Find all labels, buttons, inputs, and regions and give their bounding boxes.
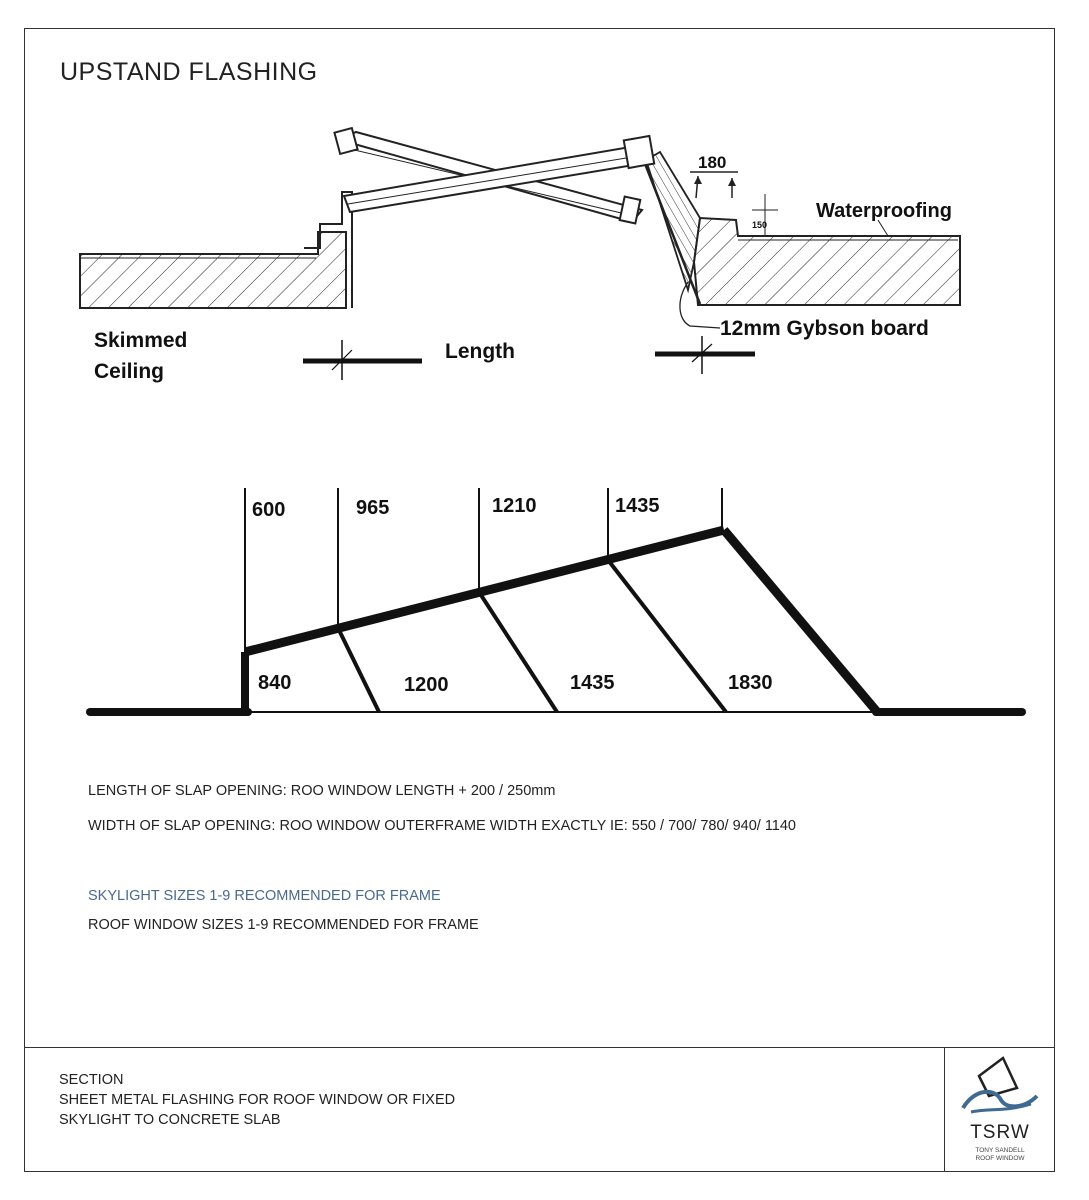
note-length-opening: LENGTH OF SLAP OPENING: ROO WINDOW LENGT… <box>88 783 556 799</box>
tsrw-logo: TSRW TONY SANDELL ROOF WINDOW <box>945 1048 1055 1172</box>
logo-name: TSRW <box>970 1122 1030 1143</box>
dimension-150 <box>752 194 778 236</box>
length-dimension-right <box>655 336 755 374</box>
sloped-top <box>243 525 726 657</box>
profile-drawing: 600 965 1210 1435 840 1200 1435 1830 <box>86 488 1026 716</box>
bottom-dim-1200: 1200 <box>404 674 449 696</box>
gypsum-board <box>644 150 701 294</box>
right-slope <box>720 527 882 716</box>
dimension-180 <box>690 171 738 199</box>
dim-180-label: 180 <box>698 153 726 172</box>
bottom-dim-1830: 1830 <box>728 672 773 694</box>
waterproofing-label: Waterproofing <box>816 200 952 222</box>
top-dim-1435: 1435 <box>615 495 660 517</box>
logo-subtitle-1: TONY SANDELL <box>975 1147 1025 1154</box>
diag-1200 <box>336 627 381 713</box>
dim-150-label: 150 <box>752 220 767 230</box>
window-frame-closed <box>342 134 656 214</box>
gybson-board-label: 12mm Gybson board <box>720 317 929 340</box>
note-width-opening: WIDTH OF SLAP OPENING: ROO WINDOW OUTERF… <box>88 818 796 834</box>
gybson-leader <box>679 281 721 329</box>
drawing-frame <box>24 28 1055 1172</box>
logo-mark-icon <box>961 1056 1039 1114</box>
footer-divider <box>24 1047 1055 1048</box>
skimmed-label: Skimmed <box>94 329 187 352</box>
note-roof-window-sizes: ROOF WINDOW SIZES 1-9 RECOMMENDED FOR FR… <box>88 917 479 933</box>
footer-section: SECTION <box>59 1072 124 1088</box>
left-upstand <box>304 191 353 308</box>
section-drawing: Skimmed Ceiling Length 180 150 Waterproo… <box>79 126 961 383</box>
diag-1830 <box>606 558 728 714</box>
ceiling-label: Ceiling <box>94 360 164 383</box>
footer-description-2: SKYLIGHT TO CONCRETE SLAB <box>59 1112 281 1128</box>
waterproofing-leader <box>877 219 889 237</box>
page-title: UPSTAND FLASHING <box>60 58 318 86</box>
top-dim-600: 600 <box>252 499 285 521</box>
right-slab <box>692 216 961 306</box>
left-slab <box>79 231 347 309</box>
length-label: Length <box>445 340 515 363</box>
diag-1435 <box>477 590 559 714</box>
note-skylight-sizes: SKYLIGHT SIZES 1-9 RECOMMENDED FOR FRAME <box>88 888 441 904</box>
top-dim-1210: 1210 <box>492 495 537 517</box>
logo-subtitle-2: ROOF WINDOW <box>975 1155 1025 1162</box>
length-dimension-left <box>303 340 422 380</box>
footer-logo-divider <box>944 1047 945 1172</box>
bottom-dim-840: 840 <box>258 672 291 694</box>
bottom-dim-1435: 1435 <box>570 672 615 694</box>
footer-description-1: SHEET METAL FLASHING FOR ROOF WINDOW OR … <box>59 1092 456 1108</box>
top-dim-965: 965 <box>356 497 389 519</box>
